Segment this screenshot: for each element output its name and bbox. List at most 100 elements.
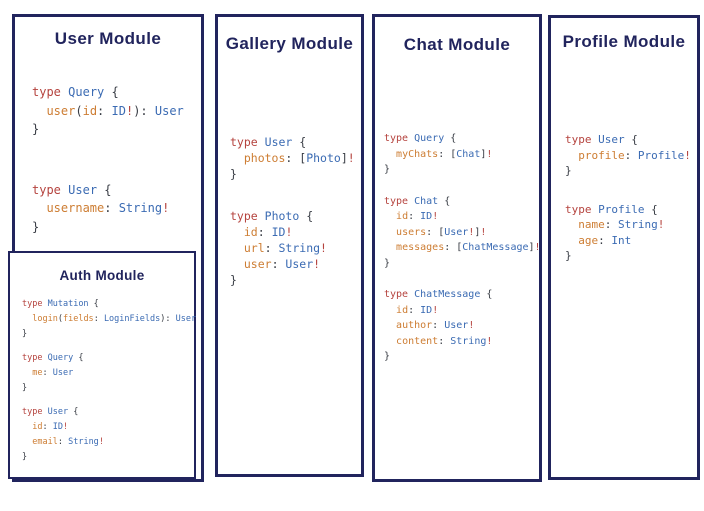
code-token: type xyxy=(384,133,409,144)
code-token xyxy=(230,225,244,239)
module-box-profile: Profile Module type User { profile: Prof… xyxy=(548,15,700,480)
code-token: : xyxy=(257,225,272,239)
module-title-chat: Chat Module xyxy=(403,35,511,54)
code-token xyxy=(384,227,396,238)
code-line: } xyxy=(384,162,541,178)
code-token: } xyxy=(22,329,28,339)
code-token xyxy=(230,241,244,255)
code-line: name: String! xyxy=(565,217,691,233)
code-line: me: User xyxy=(22,366,196,381)
code-token: user xyxy=(243,257,272,271)
code-token: username xyxy=(46,201,105,215)
code-token: ): xyxy=(133,103,155,118)
code-token: email xyxy=(32,437,58,447)
code-token: type xyxy=(230,209,258,223)
code-token: ( xyxy=(75,103,83,118)
code-token: } xyxy=(32,219,40,234)
code-token: ID xyxy=(271,225,286,239)
code-line: type User { xyxy=(22,405,196,420)
code-block: type User { username: String!} xyxy=(32,181,184,237)
code-line: type Profile { xyxy=(565,202,691,218)
code-line: } xyxy=(230,272,355,288)
code-token: : xyxy=(42,368,53,378)
code-token: String xyxy=(278,241,321,255)
code-block: type Query { myChats: [Chat]!} xyxy=(384,131,541,178)
code-token xyxy=(384,242,396,253)
code-token xyxy=(384,336,396,347)
code-line: } xyxy=(384,349,541,365)
code-token: : xyxy=(97,103,112,118)
code-area-chat: type Query { myChats: [Chat]!}type Chat … xyxy=(384,131,541,381)
code-block: type Profile { name: String! age: Int} xyxy=(565,202,691,264)
module-title-auth: Auth Module xyxy=(59,268,145,283)
code-token: : [ xyxy=(285,151,307,165)
code-token: myChats xyxy=(396,148,439,160)
code-line: type Photo { xyxy=(230,208,355,224)
code-line: profile: Profile! xyxy=(565,148,691,164)
code-line: id: ID! xyxy=(230,224,355,240)
code-token: : [ xyxy=(426,226,445,238)
code-token: { xyxy=(104,85,119,99)
code-token: { xyxy=(624,133,638,146)
code-line: id: ID! xyxy=(384,209,541,225)
code-line: content: String! xyxy=(384,334,541,350)
code-token: LoginFields xyxy=(103,314,161,324)
code-token: id xyxy=(396,211,409,222)
code-token: profile xyxy=(578,148,625,162)
code-token: Query xyxy=(414,133,445,144)
code-token: : xyxy=(408,211,421,222)
code-token xyxy=(384,149,396,160)
code-token: ! xyxy=(684,148,691,162)
code-token: me xyxy=(32,368,43,378)
code-token: User xyxy=(444,320,469,331)
code-token: User xyxy=(68,182,98,197)
code-token xyxy=(230,257,244,271)
code-token: id xyxy=(32,422,43,432)
code-token xyxy=(565,149,578,162)
code-token: ! xyxy=(320,241,327,255)
code-token: user xyxy=(46,103,76,118)
code-token: ! xyxy=(125,103,134,118)
code-token: : xyxy=(604,218,618,231)
code-token: { xyxy=(68,407,79,417)
code-line: messages: [ChatMessage]! xyxy=(384,240,541,256)
module-box-gallery: Gallery Module type User { photos: [Phot… xyxy=(215,14,364,477)
code-line: photos: [Photo]! xyxy=(230,150,355,166)
code-line: type Query { xyxy=(22,351,196,366)
code-token: ( xyxy=(57,314,63,324)
code-token: ! xyxy=(480,226,487,238)
code-line: type Mutation { xyxy=(22,297,196,312)
code-token: ! xyxy=(534,242,541,253)
code-line: type User { xyxy=(565,132,691,148)
code-area-user: type Query { user(id: ID!): User}type Us… xyxy=(32,83,184,278)
code-token: : xyxy=(104,201,119,215)
code-token: type xyxy=(22,299,43,309)
code-token: } xyxy=(22,383,28,393)
code-token: login xyxy=(32,314,58,324)
code-token: type xyxy=(384,289,409,300)
code-token: ): xyxy=(160,314,176,324)
code-token xyxy=(22,368,32,378)
code-token: } xyxy=(22,452,28,462)
code-block: type User { photos: [Photo]!} xyxy=(230,134,355,182)
code-token: : xyxy=(57,437,69,447)
code-token: type xyxy=(230,135,258,149)
code-token: ! xyxy=(468,226,475,238)
code-token: ! xyxy=(347,151,355,165)
code-token: : [ xyxy=(444,242,463,253)
code-token: ID xyxy=(52,422,63,432)
code-token: { xyxy=(438,195,451,207)
module-title-gallery: Gallery Module xyxy=(225,34,354,53)
code-area-gallery: type User { photos: [Photo]!} type Photo … xyxy=(230,134,355,314)
code-line: id: ID! xyxy=(22,420,196,435)
code-token: { xyxy=(480,289,493,300)
code-token xyxy=(384,305,396,316)
code-line: } xyxy=(22,381,196,396)
code-token: String xyxy=(118,201,163,215)
code-token: : xyxy=(93,314,104,324)
code-token: User xyxy=(444,226,469,238)
code-line: } xyxy=(22,327,196,342)
code-token: messages xyxy=(396,242,445,253)
code-token: type xyxy=(32,85,61,99)
